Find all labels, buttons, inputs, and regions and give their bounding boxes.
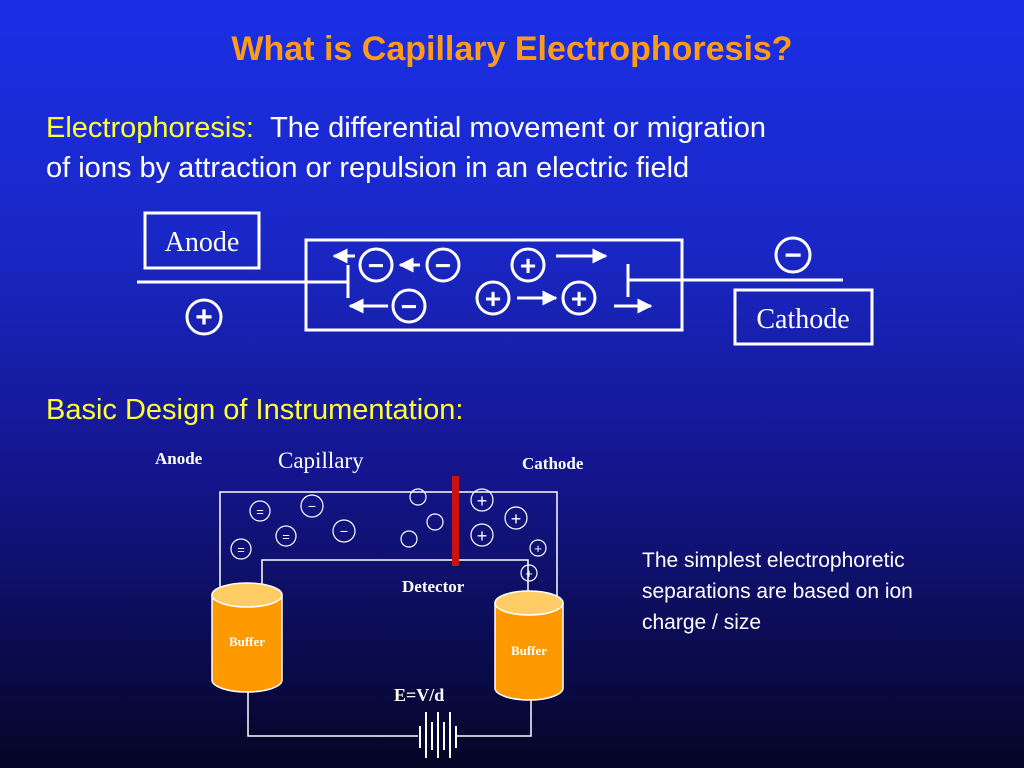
capillary-cation: +	[504, 506, 528, 530]
instrumentation-heading: Basic Design of Instrumentation:	[46, 394, 464, 426]
field-equation: E=V/d	[394, 685, 444, 705]
note-line-2: separations are based on ion	[642, 580, 913, 603]
instrument-cathode-label: Cathode	[522, 454, 584, 473]
cathode-minus-glyph: −	[784, 239, 802, 272]
definition-line-1: Electrophoresis: The differential moveme…	[46, 112, 766, 145]
capillary-neutral-species	[409, 488, 427, 506]
instrument-diagram: Anode Capillary Cathode Detector E=V/d	[155, 448, 584, 758]
field-cation-glyph: +	[520, 250, 536, 281]
capillary-cation-small: +	[529, 539, 547, 557]
circuit-wire-right	[456, 700, 532, 737]
anode-label-box	[143, 211, 261, 270]
svg-text:+: +	[534, 541, 542, 556]
field-anion-glyph: −	[435, 250, 451, 281]
capillary-anion-double: =	[249, 500, 271, 522]
capillary-cation: +	[470, 488, 494, 512]
field-cation: +	[561, 280, 597, 316]
capillary-neutral-species	[400, 530, 418, 548]
svg-text:+: +	[477, 491, 488, 511]
capillary-anion-double: =	[275, 525, 297, 547]
field-anion-glyph: −	[401, 291, 417, 322]
svg-text:−: −	[308, 498, 316, 514]
note-text: The simplest electrophoretic separations…	[642, 545, 913, 638]
definition-term: Electrophoresis:	[46, 112, 254, 144]
cathode-label: Cathode	[756, 304, 849, 335]
svg-text:+: +	[525, 566, 533, 581]
capillary-tube-outer	[219, 491, 558, 600]
svg-text:+: +	[511, 509, 522, 529]
buffer-label: Buffer	[511, 643, 547, 658]
field-cation: +	[510, 247, 546, 283]
field-anion: −	[391, 288, 427, 324]
detector	[452, 476, 459, 566]
definition-text-1: The differential movement or migration	[270, 112, 766, 144]
svg-text:=: =	[256, 504, 264, 519]
field-cation: +	[475, 280, 511, 316]
field-diagram: Anode Cathode + − −	[137, 211, 874, 346]
field-chamber	[304, 238, 684, 332]
capillary-neutral-species	[426, 513, 444, 531]
svg-text:=: =	[237, 542, 245, 557]
anode-plus-symbol: +	[185, 298, 223, 336]
definition-line-2: of ions by attraction or repulsion in an…	[46, 152, 690, 184]
capillary-cation-small: +	[520, 564, 538, 582]
capillary-tube-inner	[261, 559, 529, 600]
slide-title: What is Capillary Electrophoresis?	[231, 30, 793, 68]
power-supply-icon	[419, 712, 457, 758]
capillary-anion-single: −	[300, 494, 324, 518]
anode-plus-glyph: +	[195, 301, 213, 334]
note-line-1: The simplest electrophoretic	[642, 549, 905, 572]
svg-text:−: −	[340, 523, 348, 539]
buffer-label: Buffer	[229, 634, 265, 649]
capillary-cation: +	[470, 523, 494, 547]
capillary-anion-single: −	[332, 519, 356, 543]
circuit-wire-left	[247, 690, 418, 737]
note-line-3: charge / size	[642, 611, 762, 634]
capillary-anion-double: =	[230, 538, 252, 560]
buffer-reservoir-cathode: Buffer	[494, 590, 564, 701]
field-anion-glyph: −	[368, 250, 384, 281]
instrument-anode-label: Anode	[155, 449, 203, 468]
anode-label: Anode	[165, 227, 240, 258]
cathode-minus-symbol: −	[774, 236, 812, 274]
field-cation-glyph: +	[485, 283, 501, 314]
svg-text:=: =	[282, 529, 290, 544]
capillary-label: Capillary	[278, 448, 364, 473]
buffer-reservoir-anode: Buffer	[211, 582, 283, 693]
field-anion: −	[425, 247, 461, 283]
detector-label: Detector	[402, 577, 465, 596]
field-anion: −	[358, 247, 394, 283]
field-cation-glyph: +	[571, 283, 587, 314]
cathode-label-box	[733, 288, 874, 346]
svg-text:+: +	[477, 526, 488, 546]
